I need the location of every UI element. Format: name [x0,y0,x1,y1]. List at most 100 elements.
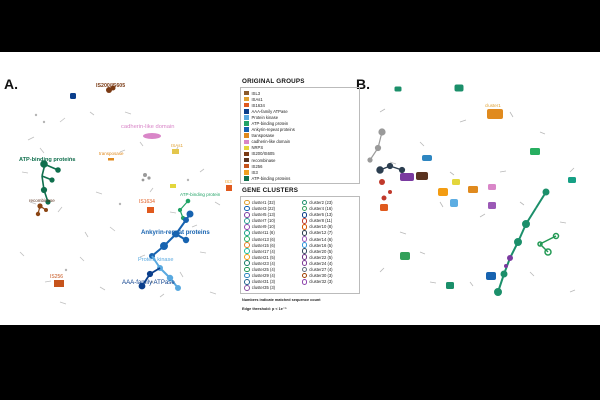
legend-cluster-circle [244,223,250,230]
legend-cluster-item: cluster25 (4) [244,266,299,273]
legend-cluster-label: cluster16 (5) [309,242,333,248]
legend-cluster-label: cluster24 (4) [309,260,333,266]
node-green-b [530,148,540,155]
node-aaa [138,267,161,290]
legend-cluster-item: cluster4 (16) [301,205,357,212]
legend-swatch [244,127,249,132]
legend-cluster-circle [244,199,250,206]
node-protein-kinase [151,255,181,291]
legend-swatch [244,133,249,138]
legend-cluster-item: cluster7 (10) [244,217,299,224]
legend-cluster-label: cluster15 (6) [251,242,276,248]
legend-group-label: Ankyrin-repeat proteins [251,127,295,133]
legend-cluster-label: cluster17 (4) [251,248,276,254]
legend-cluster-circle [301,266,308,273]
legend-cluster-label: cluster31 (3) [251,279,276,285]
network-a: IS200/IS605 cadherin-like domain ATP-bin… [19,83,232,305]
legend-swatch [244,176,249,181]
legend-cluster-item: cluster6 (13) [301,211,357,218]
legend-cluster-circle [301,242,308,248]
legend-cluster-item: cluster13 (6) [244,236,299,242]
legend-group-label: IS1634 [251,102,265,108]
legend-cluster-item: cluster9 (10) [244,223,299,230]
label-is200: IS200/IS605 [96,83,125,89]
legend-cluster-label: cluster30 (3) [309,273,333,279]
legend-cluster-label: cluster5 (13) [251,212,276,218]
clusters-list: cluster1 (32)cluster2 (23)cluster3 (22)c… [240,196,360,294]
node-grey-cluster [141,173,151,182]
legend-group-item: NRPS [244,145,356,151]
groups-title: ORIGINAL GROUPS [242,78,305,85]
legend-swatch [244,90,249,96]
node-recombinase [35,203,48,217]
legend-swatch [244,102,249,108]
label-is3: IS3 [225,179,232,184]
legend-cluster-label: cluster22 (5) [309,254,333,260]
label-recombinase: recombinase [29,198,55,203]
panel-a-label: A. [4,76,18,92]
legend-cluster-circle [244,211,250,218]
node-cluster-top [394,84,464,92]
singletons-b-grey [34,113,190,284]
legend-swatch [244,163,249,169]
legend-threshold: Edge threshold: p < 1e⁻⁵ [242,306,287,311]
legend-cluster-item: cluster30 (3) [301,272,357,279]
legend-group-label: ATP-binding proteins [251,175,291,181]
legend-cluster-item: cluster5 (13) [244,211,299,218]
network-b: cluster1 [367,84,576,296]
legend-cluster-circle [244,205,250,212]
legend-group-item: AAA-family ATPase [244,108,356,114]
node-yellow-b [452,179,460,185]
legend-swatch [244,157,249,163]
legend-group-item: ISAs1 [244,96,356,102]
node-violet-b [488,202,496,209]
legend-cluster-label: cluster11 (6) [251,230,275,236]
legend-group-item: Ankyrin-repeat proteins [244,127,356,133]
node-red-b [379,179,392,201]
node-teal-b [568,177,576,183]
legend-group-label: IS3 [251,169,258,175]
legend-cluster-label: cluster9 (10) [251,224,276,230]
legend-group-item: recombinase [244,157,356,163]
legend-cluster-item: cluster32 (3) [301,278,357,285]
legend-cluster-circle [301,217,308,224]
legend-cluster-circle [301,260,308,267]
node-grey-b [367,128,386,163]
legend-group-label: ISAs1 [251,96,263,102]
legend-cluster-label: cluster20 (5) [309,248,333,254]
legend-cluster-label: cluster10 (8) [309,224,333,230]
legend-cluster-label: cluster14 (6) [309,236,333,242]
legend-group-label: ISL3 [251,90,261,96]
legend-swatch [244,151,249,157]
legend-group-label: Protein kinase [251,114,279,120]
node-purple-b [400,173,414,181]
node-purple-chain [504,255,513,268]
legend-cluster-item: cluster8 (11) [301,217,357,224]
legend-swatch [244,145,249,151]
legend-cluster-circle [244,242,250,248]
legend-cluster-circle [244,260,250,267]
node-is1634 [147,207,154,213]
legend-swatch [244,170,249,175]
legend-group-item: IS256 [244,163,356,169]
legend-swatch [244,109,249,114]
node-green-chain [537,232,560,256]
legend-swatch [244,115,249,120]
legend-cluster-item: cluster3 (22) [244,205,299,212]
legend-group-item: ATP-binding protein [244,120,356,126]
legend-cluster-circle [244,230,250,236]
legend-group-label: cadherin-like domain [251,139,291,145]
label-cadherin: cadherin-like domain [121,124,175,130]
legend-cluster-item: cluster24 (4) [301,260,357,267]
node-red2-b [380,204,388,211]
legend-note: Numbers indicate matched sequence count [242,297,321,302]
node-ankyrin [149,210,194,259]
node-small-blue [70,93,76,99]
label-transposase: transposase [99,151,124,156]
legend-cluster-circle [244,236,250,242]
legend-cluster-circle [244,284,250,291]
legend-cluster-label: cluster21 (5) [251,254,276,260]
legend-group-item: IS1634 [244,102,356,108]
legend-cluster-label: cluster7 (10) [251,218,276,224]
